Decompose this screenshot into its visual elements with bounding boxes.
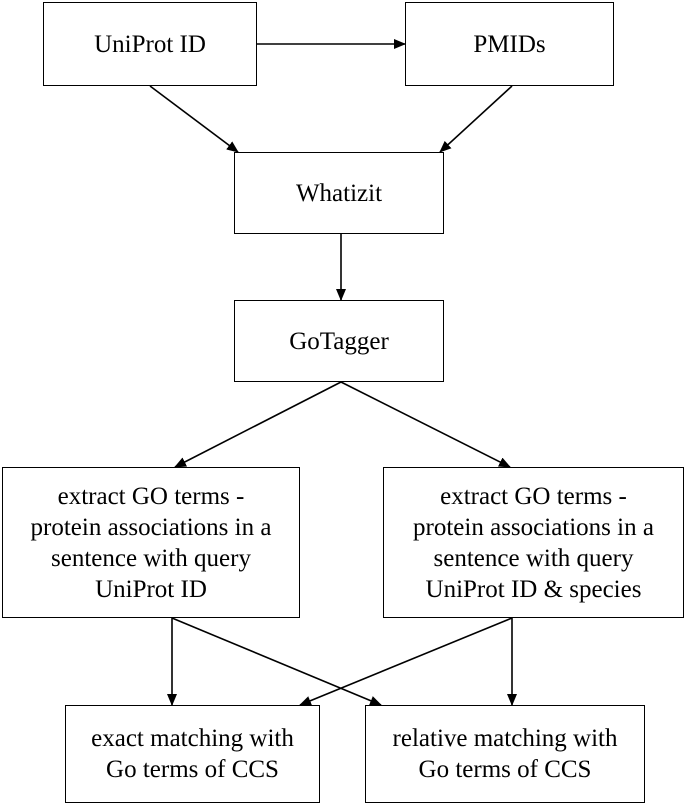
uniprot-id-box: UniProt ID xyxy=(43,2,257,86)
extract-go-terms-species-box: extract GO terms - protein associations … xyxy=(383,467,684,618)
pmids-label: PMIDs xyxy=(473,30,546,58)
gotagger-label: GoTagger xyxy=(289,327,389,355)
exact-matching-box: exact matching with Go terms of CCS xyxy=(65,705,320,803)
relative-matching-label: relative matching with Go terms of CCS xyxy=(392,725,618,783)
arrow-gotagger-to-extract-right xyxy=(340,381,511,468)
arrow-extract-right-to-exact xyxy=(299,617,513,706)
arrow-gotagger-to-extract-left xyxy=(174,381,342,468)
arrow-pmids-to-whatizit xyxy=(439,85,513,153)
whatizit-box: Whatizit xyxy=(234,152,444,234)
uniprot-id-label: UniProt ID xyxy=(94,30,206,58)
whatizit-label: Whatizit xyxy=(295,179,383,207)
pmids-box: PMIDs xyxy=(405,2,614,86)
relative-matching-box: relative matching with Go terms of CCS xyxy=(365,705,645,803)
arrow-extract-left-to-relative xyxy=(171,617,382,706)
arrow-uniprot-to-whatizit xyxy=(149,85,239,153)
exact-matching-label: exact matching with Go terms of CCS xyxy=(91,725,294,783)
extract-go-terms-uniprot-box: extract GO terms - protein associations … xyxy=(2,467,300,618)
gotagger-box: GoTagger xyxy=(234,300,444,382)
extract-go-terms-species-label: extract GO terms - protein associations … xyxy=(413,482,654,603)
extract-go-terms-uniprot-label: extract GO terms - protein associations … xyxy=(30,482,272,603)
